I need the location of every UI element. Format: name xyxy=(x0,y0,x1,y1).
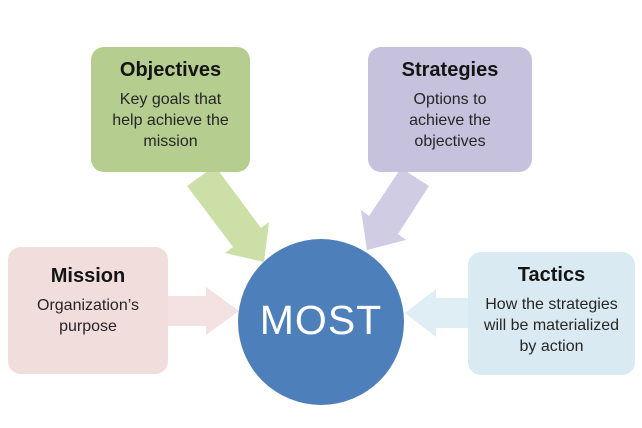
box-objectives-title: Objectives xyxy=(119,59,222,81)
box-mission-body: Organization’s purpose xyxy=(37,297,139,335)
box-strategies-body: Options to achieve the objectives xyxy=(409,91,491,150)
most-circle-label: MOST xyxy=(259,296,383,343)
most-circle: MOST xyxy=(238,239,404,405)
box-strategies-title: Strategies xyxy=(401,59,499,81)
arrow-objectives-to-most-icon xyxy=(187,166,269,262)
box-objectives-body: Key goals that help achieve the mission xyxy=(112,91,229,150)
box-mission-title: Mission xyxy=(50,265,126,287)
box-tactics: Tactics How the strategies will be mater… xyxy=(468,252,635,375)
box-mission: Mission Organization’s purpose xyxy=(8,247,168,374)
arrow-strategies-to-most-icon xyxy=(361,168,429,250)
arrow-tactics-to-most-icon xyxy=(405,289,472,337)
box-strategies: Strategies Options to achieve the object… xyxy=(368,47,532,172)
box-tactics-title: Tactics xyxy=(517,264,586,286)
box-objectives: Objectives Key goals that help achieve t… xyxy=(91,47,250,172)
arrow-mission-to-most-icon xyxy=(160,287,239,335)
box-tactics-body: How the strategies will be materialized … xyxy=(483,296,620,355)
